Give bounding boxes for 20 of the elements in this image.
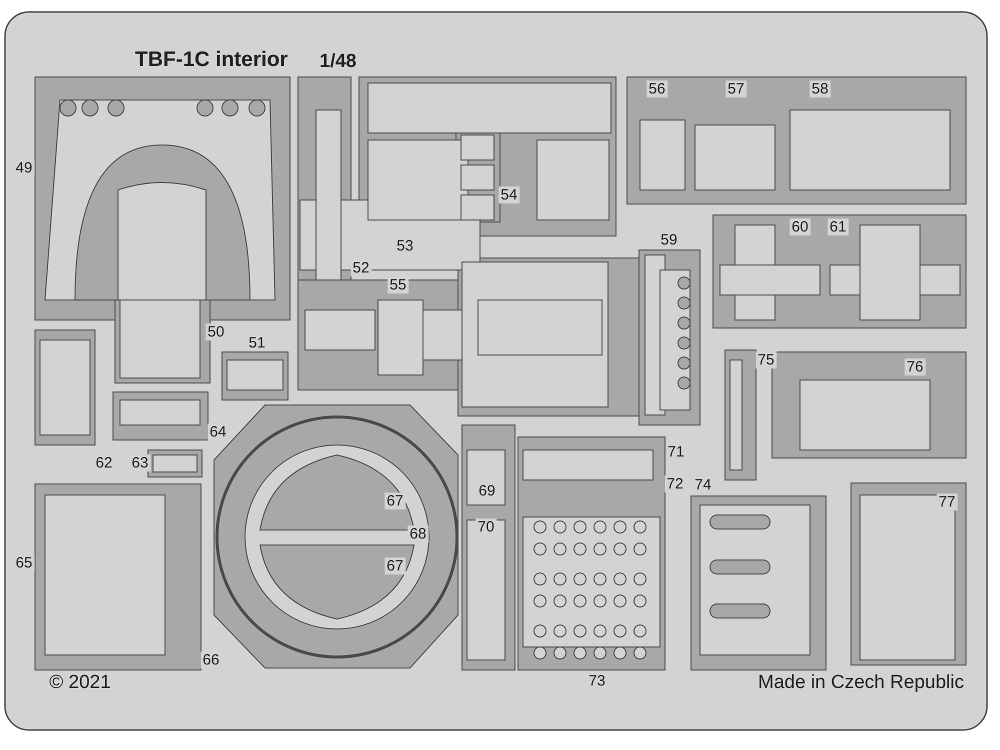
sheet-title: TBF-1C interior bbox=[135, 48, 288, 72]
part-number: 67 bbox=[384, 558, 406, 574]
part-number: 75 bbox=[756, 352, 776, 368]
part-number: 50 bbox=[206, 324, 226, 340]
part-number: 55 bbox=[388, 276, 408, 294]
part-number: 77 bbox=[936, 494, 958, 510]
part-number: 64 bbox=[208, 424, 228, 440]
part-number: 66 bbox=[200, 652, 222, 668]
part-number: 72 bbox=[664, 476, 686, 492]
part-number: 67 bbox=[384, 492, 406, 510]
part-number: 57 bbox=[726, 80, 746, 98]
part-number: 63 bbox=[130, 454, 150, 472]
part-number: 68 bbox=[408, 526, 428, 542]
part-number: 52 bbox=[350, 260, 372, 276]
part-number: 58 bbox=[810, 80, 830, 98]
part-number: 54 bbox=[498, 186, 520, 204]
part-number: 60 bbox=[790, 218, 810, 236]
part-number: 61 bbox=[828, 218, 848, 236]
part-number: 56 bbox=[646, 80, 668, 98]
part-number: 76 bbox=[904, 358, 926, 376]
